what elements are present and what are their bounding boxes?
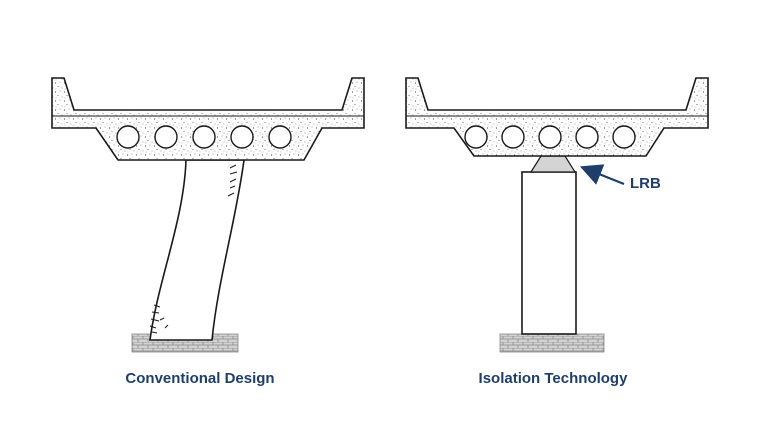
right-deck-voids [464,125,636,149]
lead-rubber-bearing [529,155,577,173]
lrb-arrow [579,164,625,186]
left-deck-voids [116,125,292,149]
left-tilted-pier [149,159,245,341]
right-footing [499,333,605,353]
right-straight-pier [521,171,577,335]
isolated-bridge [405,77,709,353]
conventional-bridge [51,77,365,353]
left-pier-cracks [149,164,238,334]
isolation-technology-caption: Isolation Technology [478,370,628,387]
lrb-label: LRB [630,175,661,192]
conventional-design-caption: Conventional Design [125,370,275,387]
